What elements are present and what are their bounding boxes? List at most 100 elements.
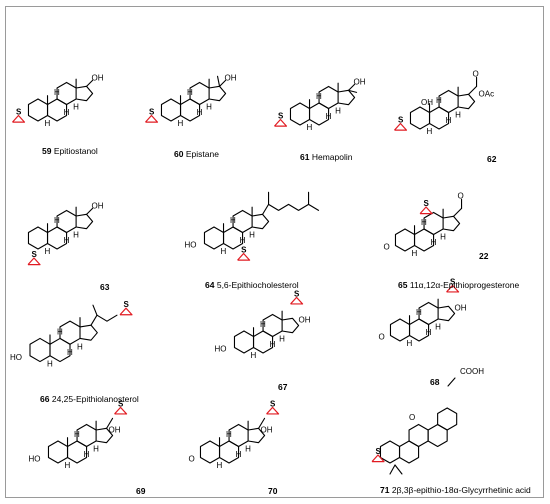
sulfur-61: S bbox=[278, 112, 284, 121]
sulfur-66: S bbox=[123, 300, 129, 309]
label-63: 63 bbox=[100, 282, 110, 292]
h-label: H bbox=[426, 328, 432, 337]
hydroxyl-3-label: HO bbox=[184, 241, 196, 250]
h-label: H bbox=[65, 461, 71, 470]
sulfur-67: S bbox=[294, 289, 300, 298]
h-label: H bbox=[407, 339, 413, 348]
hydroxyl-label: OH bbox=[92, 73, 104, 82]
h-label: H bbox=[45, 119, 51, 128]
h-label: H bbox=[197, 108, 203, 117]
h-label: H bbox=[412, 249, 418, 258]
sulfur-71: S bbox=[376, 447, 382, 456]
h-label: H bbox=[64, 236, 70, 245]
h-label: H bbox=[54, 88, 60, 97]
h-label: H bbox=[73, 102, 79, 111]
hydroxyl-label: OH bbox=[225, 73, 237, 82]
sulfur-65: S bbox=[424, 199, 430, 208]
h-label: H bbox=[446, 116, 452, 125]
h-label: H bbox=[326, 112, 332, 121]
h-label: H bbox=[206, 102, 212, 111]
h-label: H bbox=[57, 327, 63, 336]
h-label: H bbox=[440, 232, 446, 241]
ketone-3-label: O bbox=[383, 243, 389, 252]
h-label: H bbox=[187, 88, 193, 97]
label-68: 68 bbox=[430, 377, 440, 387]
sulfur-63: S bbox=[32, 250, 38, 259]
h-label: H bbox=[260, 320, 266, 329]
h-label: H bbox=[307, 123, 313, 132]
h-label: H bbox=[226, 430, 232, 439]
sulfur-68: S bbox=[450, 277, 456, 286]
h-label: H bbox=[74, 430, 80, 439]
h-label: H bbox=[436, 96, 442, 105]
label-60: 60 Epistane bbox=[174, 149, 219, 159]
label-22: 22 bbox=[479, 251, 489, 261]
h-label: H bbox=[47, 360, 53, 369]
h-label: H bbox=[279, 334, 285, 343]
ketone-3-label: O bbox=[188, 455, 194, 464]
ketone-3-label: O bbox=[378, 333, 384, 342]
label-62: 62 bbox=[487, 154, 497, 164]
h-label: H bbox=[316, 92, 322, 101]
h-label: H bbox=[416, 308, 422, 317]
h-label: H bbox=[73, 230, 79, 239]
hydroxyl-17-label: OH bbox=[455, 303, 467, 312]
h-label: H bbox=[45, 247, 51, 256]
hydroxyl-17-label: OH bbox=[261, 425, 273, 434]
h-label: H bbox=[455, 110, 461, 119]
h-label: H bbox=[93, 444, 99, 453]
label-61: 61 Hemapolin bbox=[300, 152, 353, 162]
hydroxyl-label: OH bbox=[354, 77, 366, 86]
label-64: 64 5,6-Epithiocholesterol bbox=[205, 280, 299, 290]
h-label: H bbox=[67, 348, 73, 357]
hydroxyl-17-label: OH bbox=[299, 315, 311, 324]
label-65: 65 11α,12α-Epithioprogesterone bbox=[398, 280, 519, 290]
h-label: H bbox=[54, 216, 60, 225]
label-67: 67 bbox=[278, 382, 288, 392]
ketone-20-label: O bbox=[458, 191, 464, 200]
h-label: H bbox=[335, 106, 341, 115]
label-70: 70 bbox=[268, 486, 278, 496]
sulfur-62: S bbox=[398, 116, 404, 125]
sulfur-64: S bbox=[241, 246, 247, 255]
h-label: H bbox=[236, 450, 242, 459]
hydroxyl-11-label: OH bbox=[421, 98, 433, 107]
h-label: H bbox=[249, 230, 255, 239]
ketone-11-label: O bbox=[409, 413, 415, 422]
h-label: H bbox=[427, 127, 433, 136]
label-59: 59 Epitiostanol bbox=[42, 146, 98, 156]
h-label: H bbox=[270, 340, 276, 349]
h-label: H bbox=[240, 236, 246, 245]
label-71: 71 2β,3β-epithio-18α-Glycyrrhetinic acid bbox=[380, 485, 531, 495]
h-label: H bbox=[84, 450, 90, 459]
label-69: 69 bbox=[136, 486, 146, 496]
h-label: H bbox=[435, 322, 441, 331]
figure-frame bbox=[5, 6, 544, 498]
h-label: H bbox=[251, 351, 257, 360]
sulfur-69: S bbox=[118, 399, 124, 408]
h-label: H bbox=[178, 119, 184, 128]
h-label: H bbox=[64, 108, 70, 117]
hydroxyl-3-label: HO bbox=[10, 353, 22, 362]
label-66: 66 24,25-Epithiolanosterol bbox=[40, 394, 139, 404]
sulfur-60: S bbox=[149, 108, 155, 117]
h-label: H bbox=[431, 238, 437, 247]
acetoxy-label: OAc bbox=[479, 89, 495, 98]
h-label: H bbox=[245, 444, 251, 453]
hydroxyl-3-label: HO bbox=[28, 455, 40, 464]
